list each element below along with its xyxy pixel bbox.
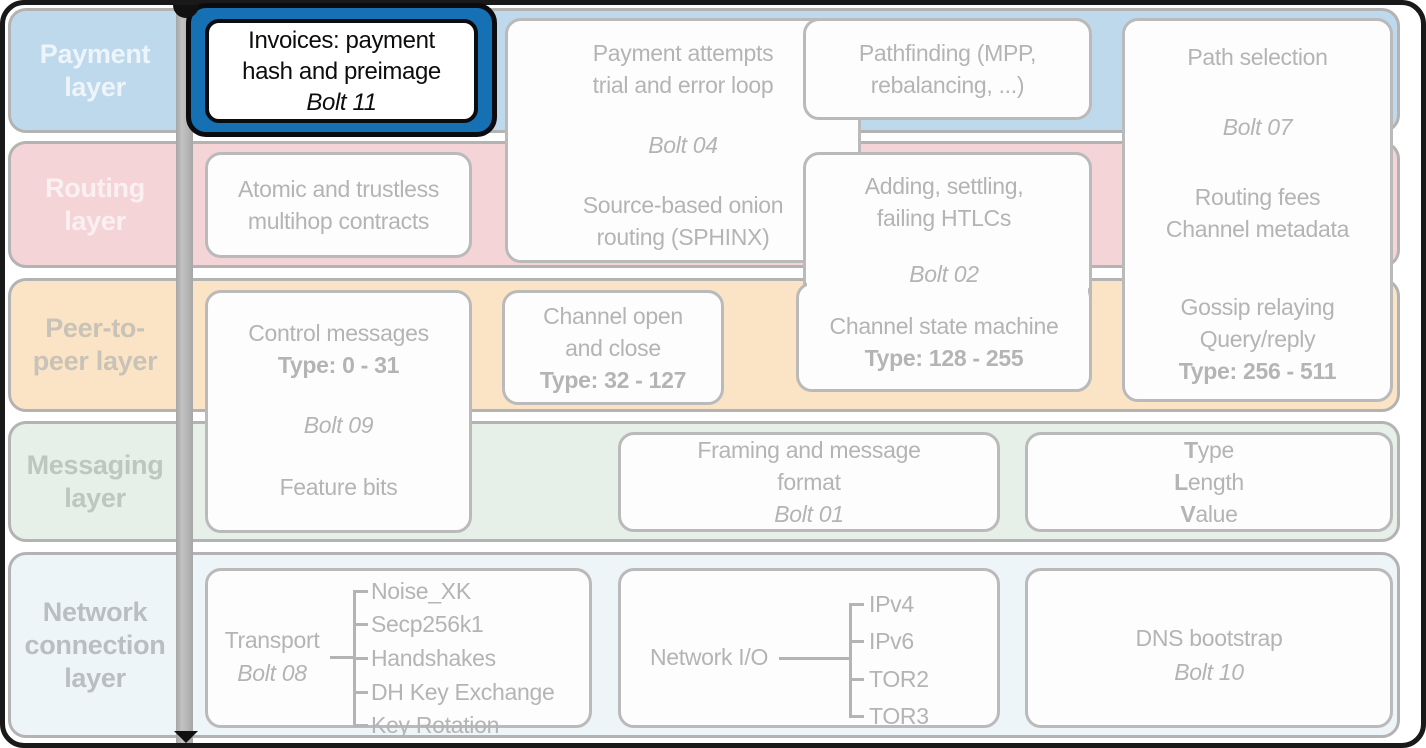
box-text: multihop contracts — [247, 208, 430, 234]
box-text: Control messages — [248, 320, 429, 346]
box-text: Framing and message — [697, 437, 921, 463]
box-atomic-multihop: Atomic and trustless multihop contracts — [205, 152, 472, 258]
tree-item: DH Key Exchange — [371, 679, 555, 705]
box-text: and close — [565, 334, 661, 361]
box-payment-attempts: Payment attempts trial and error loop Bo… — [505, 18, 861, 263]
box-invoices-inner: Invoices: payment hash and preimage Bolt… — [205, 19, 478, 123]
bolt-ref: Bolt 02 — [909, 261, 979, 287]
transport-root-label: Transport Bolt 08 — [216, 624, 328, 690]
bolt-ref: Bolt 01 — [774, 501, 844, 527]
box-text: format — [777, 469, 841, 495]
bolt-ref: Bolt 04 — [648, 132, 718, 158]
box-network-io: Network I/O IPv4 IPv6 TOR2 TOR3 — [618, 568, 1000, 729]
box-text: Payment attempts — [592, 40, 774, 66]
box-text: Network I/O — [649, 644, 769, 670]
box-pathfinding: Pathfinding (MPP, rebalancing, ...) — [803, 18, 1092, 120]
box-transport: Transport Bolt 08 Noise_XK Secp256k1 Han… — [205, 568, 592, 738]
box-text: Value — [1180, 501, 1238, 527]
box-tlv: Type Length Value — [1025, 432, 1393, 532]
tree-trunk-line — [849, 604, 852, 717]
tree-branch-line — [353, 724, 368, 727]
tree-item: TOR2 — [869, 666, 929, 692]
box-text: Routing fees — [1194, 184, 1321, 210]
htlc-box-patch — [800, 286, 1088, 388]
bolt-ref: Bolt 08 — [237, 660, 307, 686]
box-text: Query/reply — [1199, 326, 1316, 352]
box-text: Length — [1174, 469, 1244, 495]
box-text: hash and preimage — [242, 57, 441, 85]
tree-branch-line — [353, 623, 368, 626]
tree-branch-line — [353, 691, 368, 694]
tree-item: Noise_XK — [371, 578, 471, 604]
box-dns-bootstrap: DNS bootstrap Bolt 10 — [1025, 568, 1393, 728]
box-text: Type — [1184, 437, 1234, 463]
box-text: Feature bits — [279, 474, 398, 500]
box-framing: Framing and message format Bolt 01 — [618, 432, 1000, 532]
tree-branch-line — [849, 715, 864, 718]
layer-label-line: Payment — [39, 38, 151, 69]
tree-item: IPv4 — [869, 591, 914, 617]
box-htlc-text: Adding, settling, failing HTLCs Bolt 02 … — [796, 152, 1092, 410]
tree-item: Handshakes — [371, 645, 496, 671]
layer-label-line: layer — [64, 71, 126, 102]
tree-item: IPv6 — [869, 628, 914, 654]
type-range: Type: 256 - 511 — [1178, 358, 1337, 384]
box-text: Adding, settling, — [864, 173, 1024, 199]
bolt-ref: Bolt 09 — [303, 412, 374, 438]
tree-item: Secp256k1 — [371, 611, 484, 637]
tree-connector-line — [779, 657, 849, 660]
layer-label-line: Network — [42, 596, 148, 627]
box-text: rebalancing, ...) — [870, 72, 1025, 98]
box-text: Path selection — [1187, 44, 1328, 70]
bolt-ref: Bolt 10 — [1174, 659, 1244, 685]
bolt-ref: Bolt 07 — [1222, 114, 1293, 140]
layer-label-line: Routing — [45, 172, 145, 203]
box-control-messages: Control messages Type: 0 - 31 Bolt 09 Fe… — [205, 290, 472, 533]
layer-label-network-connection: Network connection layer — [11, 555, 179, 735]
box-text: Channel metadata — [1165, 216, 1350, 242]
box-text: failing HTLCs — [876, 205, 1012, 231]
layer-label-line: layer — [64, 205, 126, 236]
layer-label-messaging: Messaging layer — [11, 424, 179, 539]
tree-branch-line — [353, 590, 368, 593]
box-path-selection: Path selection Bolt 07 Routing fees Chan… — [1122, 18, 1393, 402]
box-text: Transport — [224, 627, 320, 653]
tree-branch-line — [353, 657, 368, 660]
tree-branch-line — [849, 640, 864, 643]
box-text: Channel state machine — [829, 313, 1059, 339]
layer-label-routing: Routing layer — [11, 144, 179, 265]
box-channel-open-close: Channel open and close Type: 32 - 127 — [502, 290, 724, 405]
tree-connector-line — [330, 656, 353, 659]
tree-item: Key Rotation — [371, 712, 500, 738]
layer-label-line: connection — [24, 629, 166, 660]
layer-label-peer-to-peer: Peer-to- peer layer — [11, 281, 179, 409]
box-text: Atomic and trustless — [237, 176, 440, 202]
box-text: Invoices: payment — [248, 26, 435, 54]
type-range: Type: 0 - 31 — [277, 352, 400, 378]
layer-label-line: Messaging — [26, 449, 164, 480]
layer-label-line: peer layer — [32, 346, 158, 376]
bolt-ref: Bolt 11 — [306, 88, 377, 116]
divider-bar-bottom-cap — [174, 731, 198, 743]
layer-label-payment: Payment layer — [11, 11, 179, 130]
layer-label-line: layer — [64, 662, 126, 693]
box-text: routing (SPHINX) — [596, 224, 770, 250]
type-range: Type: 128 - 255 — [864, 345, 1024, 371]
tree-branch-line — [849, 678, 864, 681]
box-invoices-highlighted: Invoices: payment hash and preimage Bolt… — [186, 3, 497, 137]
box-text: Channel open — [543, 302, 683, 329]
network-io-root-label: Network I/O — [637, 641, 781, 674]
divider-bar-top-cap — [173, 5, 199, 18]
box-text: Gossip relaying — [1180, 294, 1335, 320]
box-text: Source-based onion — [582, 192, 784, 218]
tree-item: TOR3 — [869, 703, 929, 729]
layer-label-line: Peer-to- — [45, 313, 145, 343]
divider-bar — [176, 0, 193, 748]
box-text: Pathfinding (MPP, — [858, 40, 1037, 66]
tree-branch-line — [849, 603, 864, 606]
type-range: Type: 32 - 127 — [539, 366, 687, 393]
box-text: DNS bootstrap — [1135, 625, 1283, 651]
box-text: trial and error loop — [592, 72, 774, 98]
layer-label-line: layer — [64, 482, 126, 513]
